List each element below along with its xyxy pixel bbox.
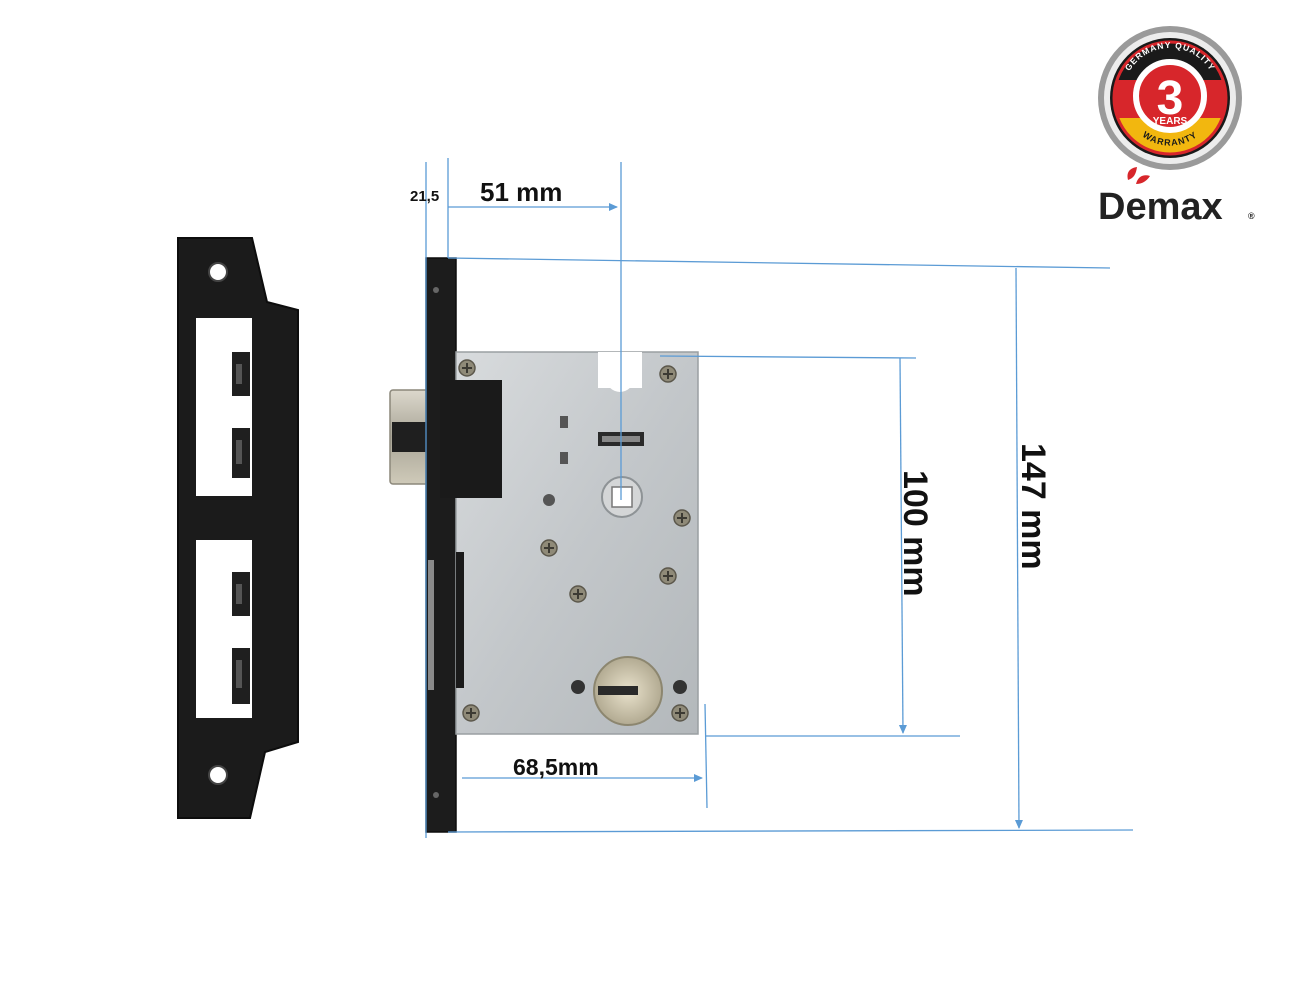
warranty-badge: 3 YEARS GERMANY QUALITY WARRANTY	[1098, 26, 1242, 170]
badge-number: 3	[1157, 72, 1184, 125]
brand-registered-mark: ®	[1248, 211, 1255, 221]
screw-hole-icon	[208, 262, 228, 282]
dim-lower-distance: 68,5mm	[513, 754, 599, 780]
strike-plate	[177, 237, 299, 819]
brand-name: Demax	[1098, 186, 1223, 228]
screw-hole-icon	[208, 765, 228, 785]
dim-faceplate-thickness: 21,5	[410, 188, 439, 205]
dim-total-height: 147 mm	[1014, 443, 1052, 570]
dimension-lines	[425, 158, 1134, 838]
dim-backset: 51 mm	[480, 177, 562, 207]
screws	[458, 359, 691, 722]
mortise-lock	[389, 257, 699, 833]
lock-faceplate	[425, 257, 457, 833]
badge-years: YEARS	[1153, 116, 1188, 127]
brand-logo: Demax ®	[1098, 167, 1255, 228]
dim-case-height: 100 mm	[896, 470, 934, 597]
